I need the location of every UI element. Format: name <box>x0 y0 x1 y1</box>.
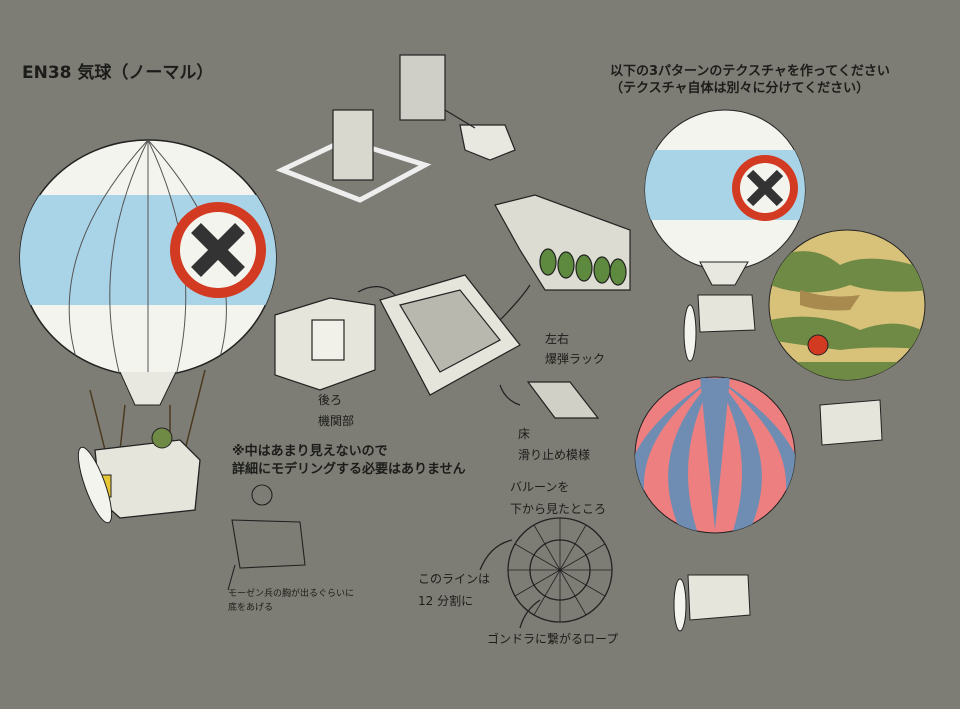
label-soldier-1: モーゼン兵の胸が出るぐらいに <box>228 589 355 599</box>
balloon-variant-camouflage <box>768 229 926 446</box>
note-line-1: ※中はあまり見えないので <box>232 444 388 459</box>
note-line-2: 詳細にモデリングする必要はありません <box>232 462 466 477</box>
instruction-line-2: （テクスチャ自体は別々に分けてください） <box>610 81 870 96</box>
label-engine-1: 後ろ <box>318 393 343 407</box>
engine-parts <box>275 54 516 203</box>
label-engine-2: 機関部 <box>318 414 355 428</box>
soldier-sketch <box>227 484 306 591</box>
label-bomb-rack-1: 左右 <box>545 332 570 346</box>
gondola-parts <box>274 194 631 419</box>
balloon-variant-blue <box>644 109 806 362</box>
label-soldier-2: 底をあげる <box>228 603 274 613</box>
label-lines-1: このラインは <box>418 572 491 586</box>
main-balloon <box>19 139 277 524</box>
label-floor-2: 滑り止め模様 <box>518 448 591 462</box>
label-bomb-rack-2: 爆弾ラック <box>545 352 606 366</box>
label-rope: ゴンドラに繋がるロープ <box>487 632 619 646</box>
label-bottom-view-1: バルーンを <box>510 480 570 494</box>
bottom-view-diagram <box>479 517 613 629</box>
balloon-variant-stripes <box>634 376 796 632</box>
page-title: EN38 気球（ノーマル） <box>22 63 214 83</box>
label-floor-1: 床 <box>518 427 531 441</box>
label-bottom-view-2: 下から見たところ <box>510 502 607 516</box>
instruction-line-1: 以下の3パターンのテクスチャを作ってください <box>610 64 890 79</box>
label-lines-2: 12 分割に <box>418 594 474 608</box>
